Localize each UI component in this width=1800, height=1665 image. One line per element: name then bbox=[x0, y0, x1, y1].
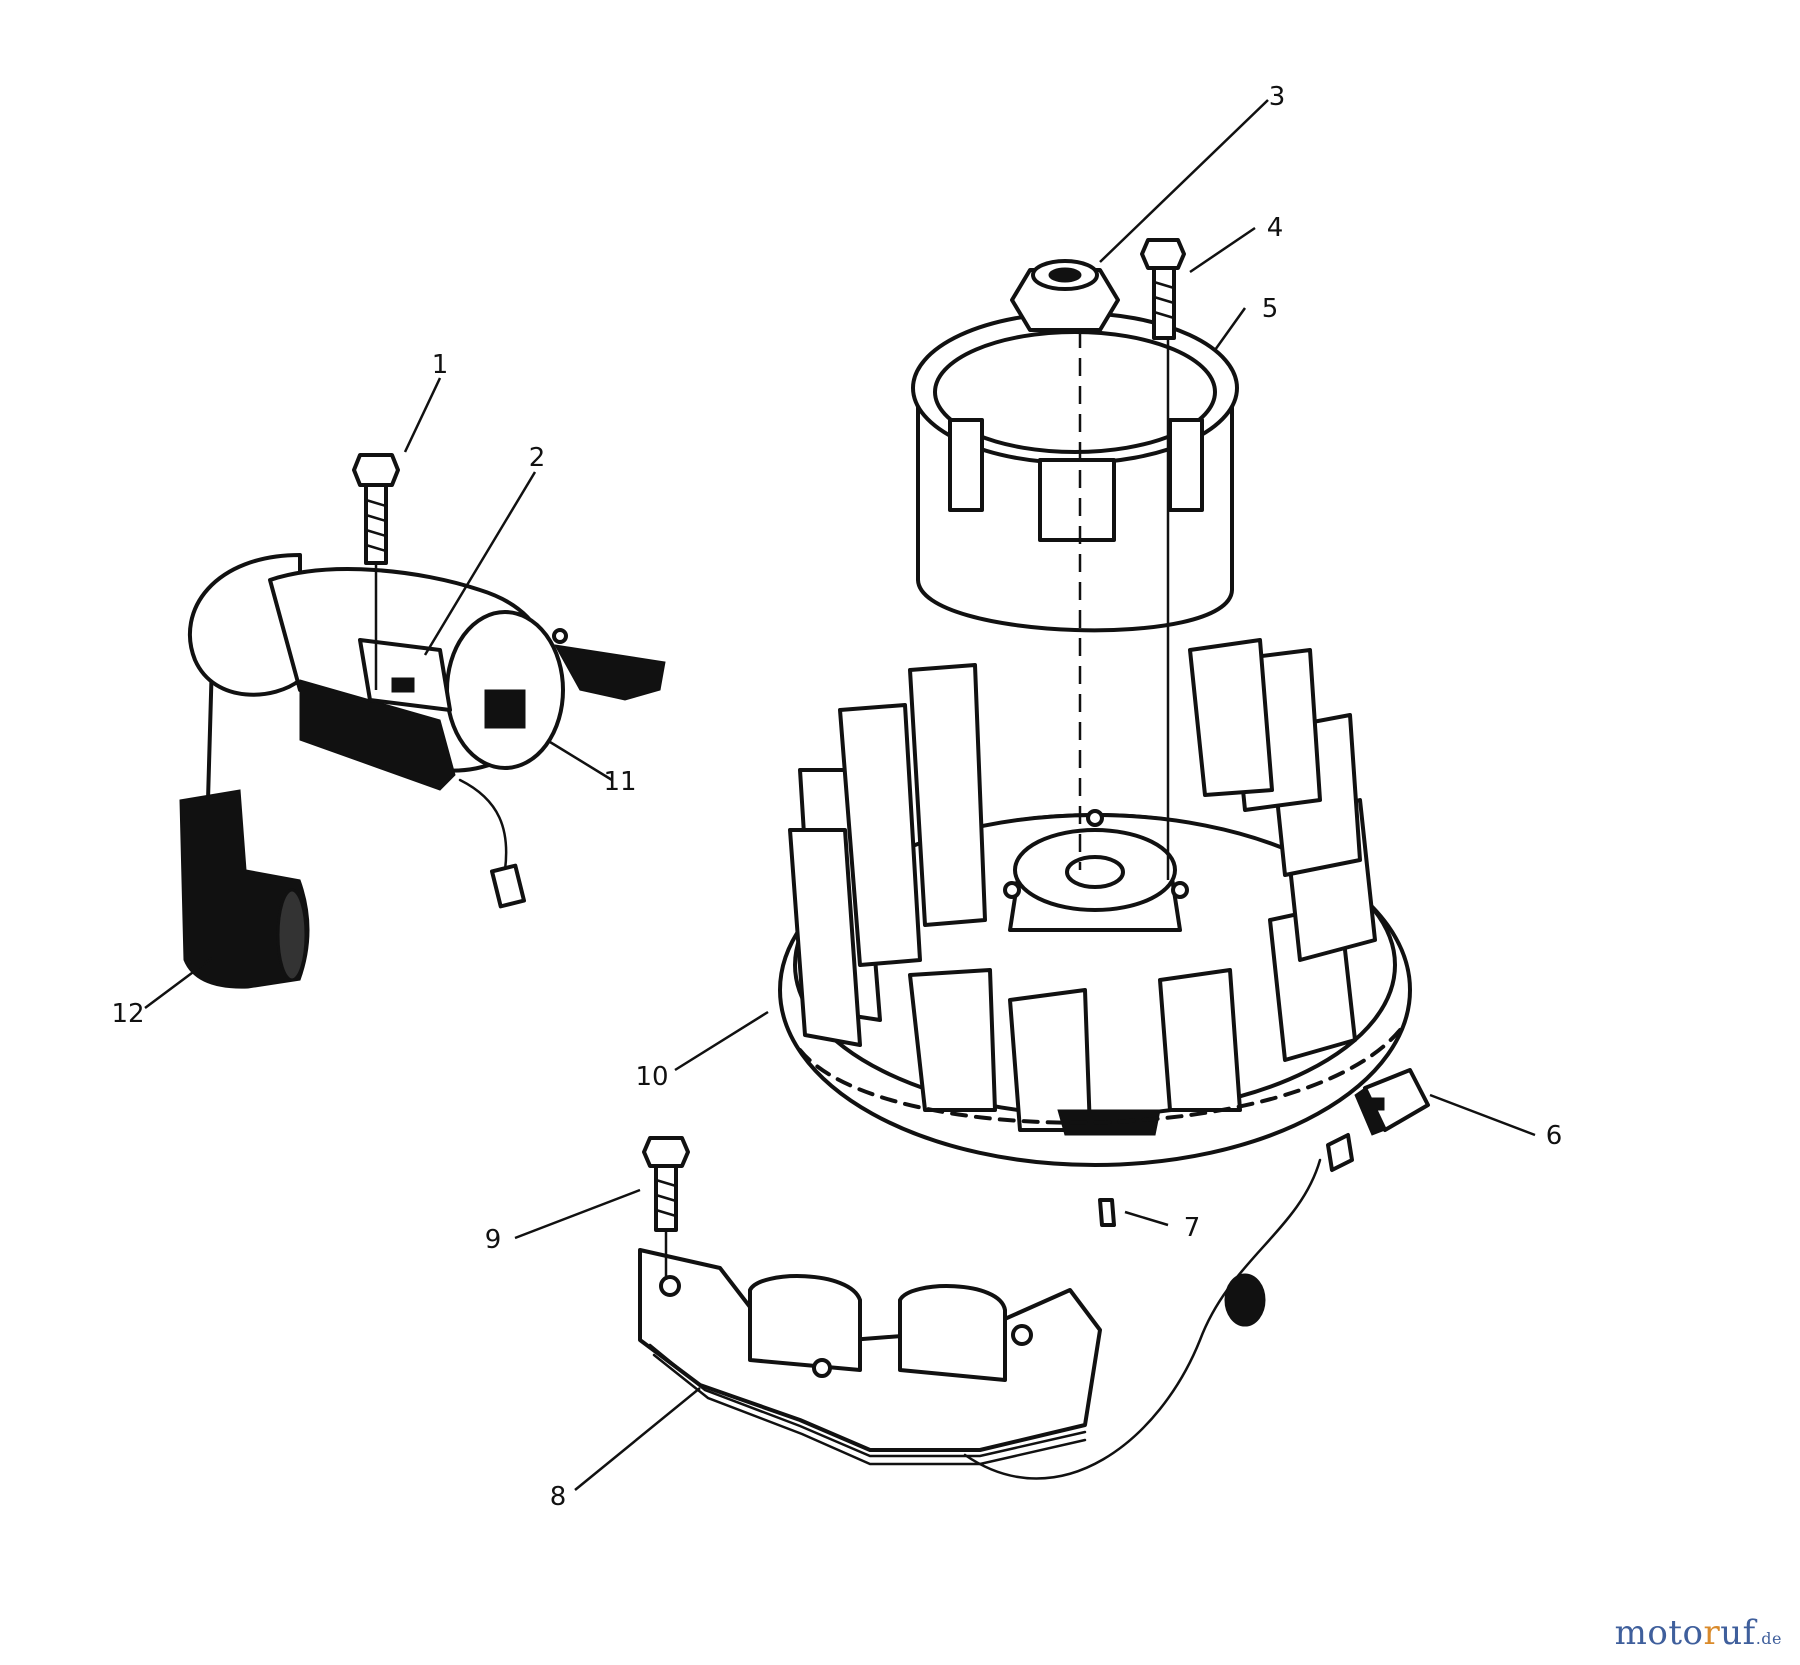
callout-1: 1 bbox=[432, 350, 449, 380]
watermark-prefix: moto bbox=[1614, 1613, 1704, 1653]
callout-2: 2 bbox=[529, 443, 546, 473]
callout-4: 4 bbox=[1267, 213, 1284, 243]
callout-9: 9 bbox=[485, 1225, 502, 1255]
callout-7: 7 bbox=[1184, 1213, 1201, 1243]
callout-5: 5 bbox=[1262, 294, 1279, 324]
assembly-axis-lines bbox=[374, 330, 1170, 1280]
callout-3: 3 bbox=[1269, 82, 1286, 112]
watermark-accent: r bbox=[1703, 1613, 1721, 1653]
watermark-logo: motoruf.de bbox=[1615, 1613, 1782, 1653]
callout-12: 12 bbox=[111, 999, 144, 1029]
watermark-suffix: uf bbox=[1720, 1613, 1756, 1653]
ignition-coil bbox=[188, 553, 666, 909]
watermark-tld: .de bbox=[1755, 1629, 1782, 1648]
leader-lines bbox=[144, 99, 1536, 1491]
coil-screw bbox=[352, 453, 400, 565]
starter-cup bbox=[911, 311, 1239, 633]
flywheel-key bbox=[1098, 1198, 1116, 1227]
flywheel-nut bbox=[1010, 259, 1120, 332]
callout-labels: 1 2 3 4 5 6 7 8 9 10 11 12 bbox=[111, 82, 1562, 1512]
flywheel bbox=[778, 638, 1412, 1167]
starter-cup-screw bbox=[1140, 238, 1186, 340]
callout-11: 11 bbox=[603, 767, 636, 797]
callout-8: 8 bbox=[550, 1482, 567, 1512]
wire-connector bbox=[1354, 1068, 1430, 1136]
callout-6: 6 bbox=[1546, 1121, 1563, 1151]
alternator-coil bbox=[638, 1133, 1354, 1480]
alternator-screw bbox=[642, 1136, 690, 1232]
callout-10: 10 bbox=[635, 1062, 668, 1092]
